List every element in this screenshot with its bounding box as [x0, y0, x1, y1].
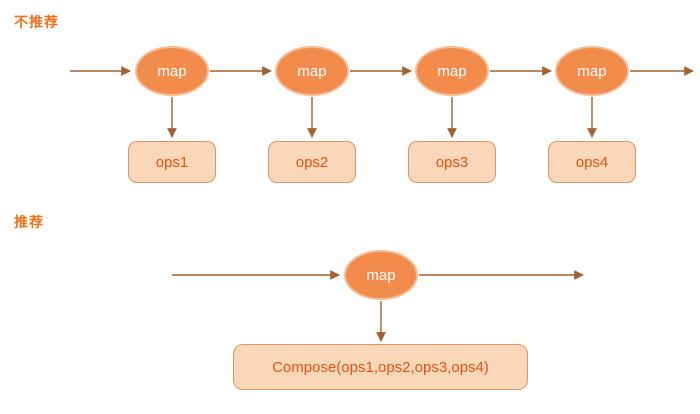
map-node-2: map [275, 46, 349, 96]
map-node-1: map [135, 46, 209, 96]
map-node-3: map [415, 46, 489, 96]
map-node-4: map [555, 46, 629, 96]
map-node-compose: map [344, 250, 418, 300]
section-heading-recommended: 推荐 [14, 214, 44, 230]
ops-box-1: ops1 [128, 141, 216, 183]
ops-box-3: ops3 [408, 141, 496, 183]
ops-box-4: ops4 [548, 141, 636, 183]
section-heading-not-recommended: 不推荐 [14, 14, 59, 30]
ops-box-2: ops2 [268, 141, 356, 183]
compose-box: Compose(ops1,ops2,ops3,ops4) [233, 344, 528, 390]
